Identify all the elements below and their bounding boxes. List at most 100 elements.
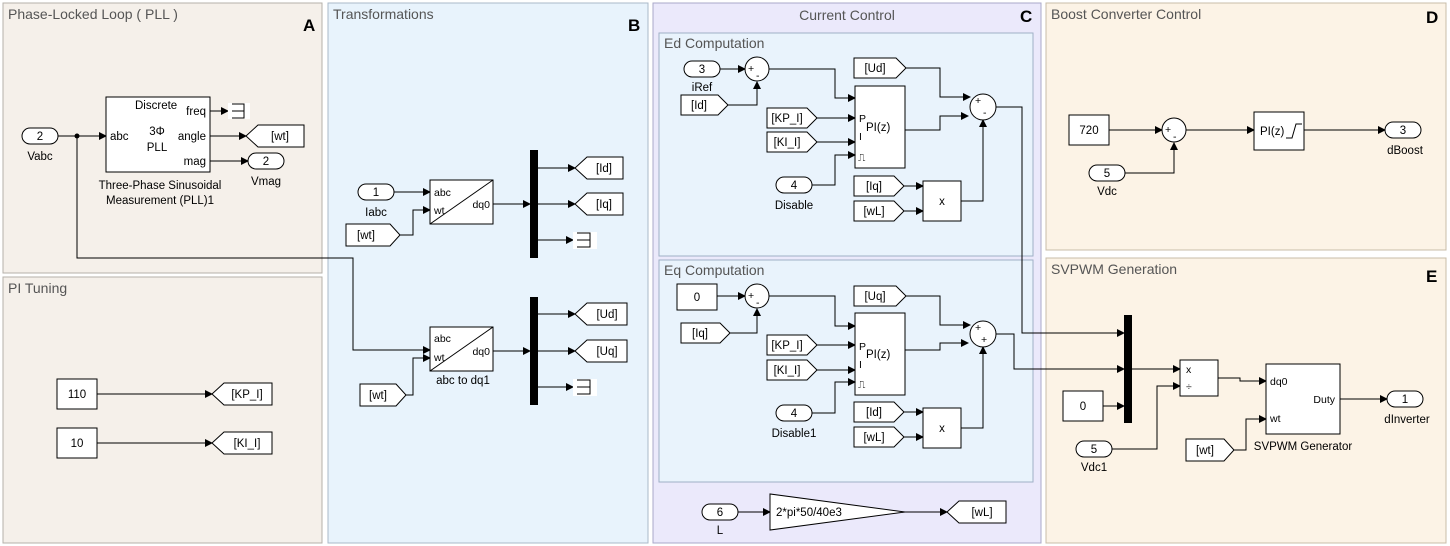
from-wl-eq[interactable] — [853, 426, 905, 448]
goto-id-label: [Id] — [596, 163, 612, 175]
area-a-title: Phase-Locked Loop ( PLL ) — [8, 6, 178, 22]
mux-svpwm[interactable] — [1124, 315, 1132, 423]
from-wt-svpwm[interactable] — [1185, 438, 1235, 462]
constant-0-eq[interactable] — [676, 283, 718, 311]
goto-id[interactable] — [574, 156, 624, 180]
wire-product-svpwm — [1218, 377, 1267, 385]
from-uq[interactable] — [853, 285, 907, 307]
from-wt-transform-1-label: [wt] — [357, 230, 375, 242]
sum-ed-minus: - — [756, 70, 760, 82]
product-ed[interactable] — [922, 180, 962, 222]
pll-3phase-label: 3Φ — [149, 126, 165, 138]
wire-mult-sum-eq — [961, 346, 987, 429]
from-wt-transform-1[interactable] — [345, 223, 401, 247]
demux-2[interactable] — [530, 297, 538, 405]
inport-vabc-number: 2 — [37, 131, 43, 143]
pi-controller-boost[interactable] — [1253, 111, 1305, 151]
wire-ud-sum — [906, 67, 971, 101]
pi-controller-ed[interactable] — [854, 85, 906, 169]
constant-0-svpwm[interactable] — [1062, 390, 1104, 422]
from-ki-i-eq[interactable] — [766, 359, 818, 381]
area-pi-tuning[interactable] — [2, 276, 323, 544]
area-a-letter: A — [303, 16, 315, 35]
subarea-ed-computation[interactable] — [658, 32, 1034, 257]
pll-caption-line1: Three-Phase Sinusoidal — [99, 180, 222, 192]
outport-dboost-name: dBoost — [1387, 145, 1424, 157]
subarea-eq-title: Eq Computation — [664, 262, 764, 278]
abc-to-dq0-port-dq0: dq0 — [472, 199, 490, 211]
wire-eq-demux — [996, 333, 1125, 373]
area-b-transformations[interactable] — [327, 2, 649, 544]
pll-port-abc: abc — [110, 131, 129, 143]
abc-to-dq1-port-dq0: dq0 — [472, 346, 490, 358]
from-ki-i-ed[interactable] — [766, 131, 818, 153]
from-ki-i-eq-label: [KI_I] — [774, 365, 801, 377]
terminator-freq[interactable] — [228, 103, 250, 119]
subarea-eq-computation[interactable] — [658, 259, 1034, 483]
pi-controller-eq[interactable] — [854, 312, 906, 396]
area-e-letter: E — [1426, 267, 1437, 286]
from-kp-i-eq-label: [KP_I] — [771, 340, 802, 352]
from-id-ed[interactable] — [680, 94, 729, 116]
goto-kp-i[interactable] — [211, 382, 273, 406]
goto-wl[interactable] — [946, 500, 1007, 524]
from-iq-eq-ref[interactable] — [680, 322, 731, 344]
outport-dinverter-name: dInverter — [1384, 414, 1430, 426]
product-divide-div: ÷ — [1186, 381, 1192, 393]
constant-10[interactable] — [56, 427, 98, 459]
outport-dinverter-number: 1 — [1402, 394, 1408, 406]
outport-dinverter[interactable] — [1386, 390, 1424, 408]
from-kp-i-ed[interactable] — [766, 107, 818, 129]
area-d-letter: D — [1426, 8, 1438, 27]
inport-disable-name: Disable — [775, 200, 813, 212]
goto-iq[interactable] — [574, 192, 624, 216]
goto-ki-i[interactable] — [211, 431, 273, 455]
outport-dboost[interactable] — [1384, 121, 1422, 139]
inport-vdc-number: 5 — [1104, 168, 1110, 180]
gain-omega[interactable] — [769, 493, 906, 531]
goto-wt[interactable] — [245, 124, 305, 148]
demux-1[interactable] — [530, 150, 538, 258]
outport-dboost-number: 3 — [1400, 125, 1406, 137]
outport-vmag[interactable] — [247, 152, 285, 170]
inport-l-number: 6 — [717, 507, 723, 519]
from-id-eq[interactable] — [853, 401, 905, 423]
terminator-transform-2[interactable] — [573, 379, 597, 396]
svpwm-generator[interactable] — [1265, 363, 1341, 435]
wire-sum-pi-eq — [769, 295, 856, 330]
svpwm-port-wt: wt — [1269, 413, 1281, 425]
sum-ed-out-minus: - — [983, 107, 987, 119]
from-wt-transform-2[interactable] — [359, 383, 407, 407]
inport-disable1-number: 4 — [791, 408, 798, 420]
pll-port-mag: mag — [184, 156, 206, 168]
constant-110[interactable] — [56, 378, 98, 410]
goto-ki-i-label: [KI_I] — [234, 438, 261, 450]
abc-to-dq0-port-wt: wt — [433, 205, 445, 217]
svpwm-port-duty: Duty — [1313, 394, 1335, 406]
wire-vdc-sum — [1125, 142, 1178, 174]
goto-uq[interactable] — [574, 339, 628, 363]
outport-vmag-number: 2 — [263, 156, 269, 168]
outport-vmag-name: Vmag — [251, 176, 281, 188]
terminator-transform-1[interactable] — [573, 232, 597, 249]
pll-pll-label: PLL — [147, 142, 168, 154]
from-wl-eq-label: [wL] — [863, 432, 884, 444]
pi-ed-reset: ⎍ — [858, 152, 866, 164]
from-wl-ed[interactable] — [853, 200, 905, 222]
pi-eq-port-p: P — [859, 341, 866, 353]
from-iq-ed[interactable] — [853, 175, 905, 197]
pi-eq-port-i: I — [859, 359, 862, 371]
from-ud[interactable] — [853, 57, 907, 79]
abc-to-dq1-block[interactable] — [429, 326, 494, 372]
wire-mult-sum-ed — [961, 119, 987, 202]
abc-to-dq0-block[interactable] — [429, 179, 494, 225]
pll-block[interactable] — [105, 96, 211, 173]
pi-ed-port-i: I — [859, 131, 862, 143]
saturation-glyph — [1286, 123, 1302, 139]
product-ed-label: x — [939, 196, 945, 208]
goto-ud[interactable] — [574, 302, 628, 326]
abc-to-dq0-port-abc: abc — [434, 187, 451, 199]
from-kp-i-eq[interactable] — [766, 334, 818, 356]
area-e-svpwm[interactable] — [1045, 257, 1447, 544]
